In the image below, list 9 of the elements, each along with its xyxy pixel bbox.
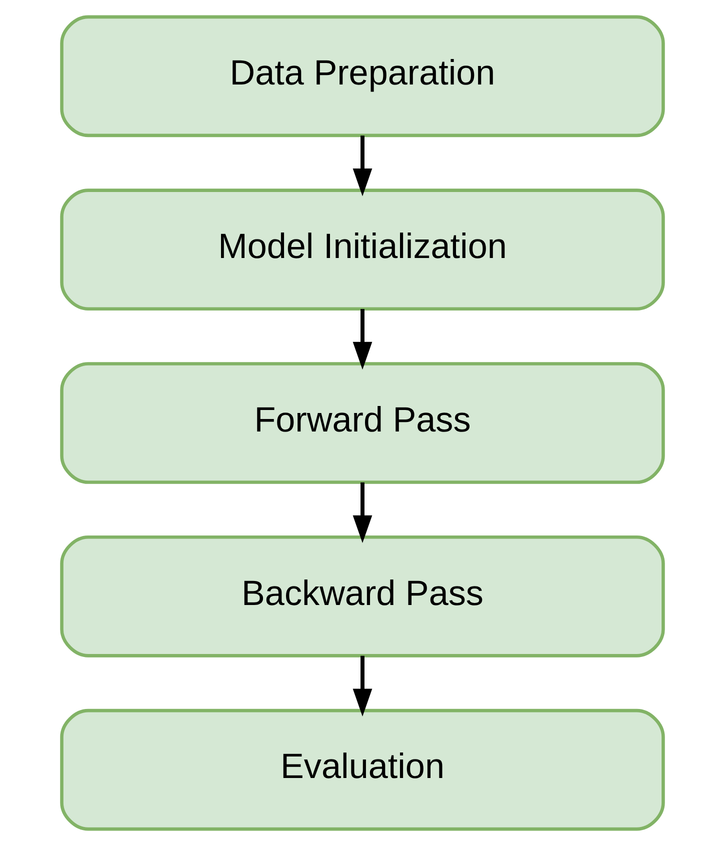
arrow <box>352 482 372 544</box>
node-box: Data Preparation <box>60 15 665 138</box>
arrow <box>352 656 372 716</box>
node-box: Forward Pass <box>60 362 665 484</box>
arrow <box>352 309 372 370</box>
node-box: Evaluation <box>60 708 665 831</box>
node-box: Backward Pass <box>60 536 665 658</box>
node-box: Model Initialization <box>60 188 665 310</box>
arrow <box>352 136 372 196</box>
